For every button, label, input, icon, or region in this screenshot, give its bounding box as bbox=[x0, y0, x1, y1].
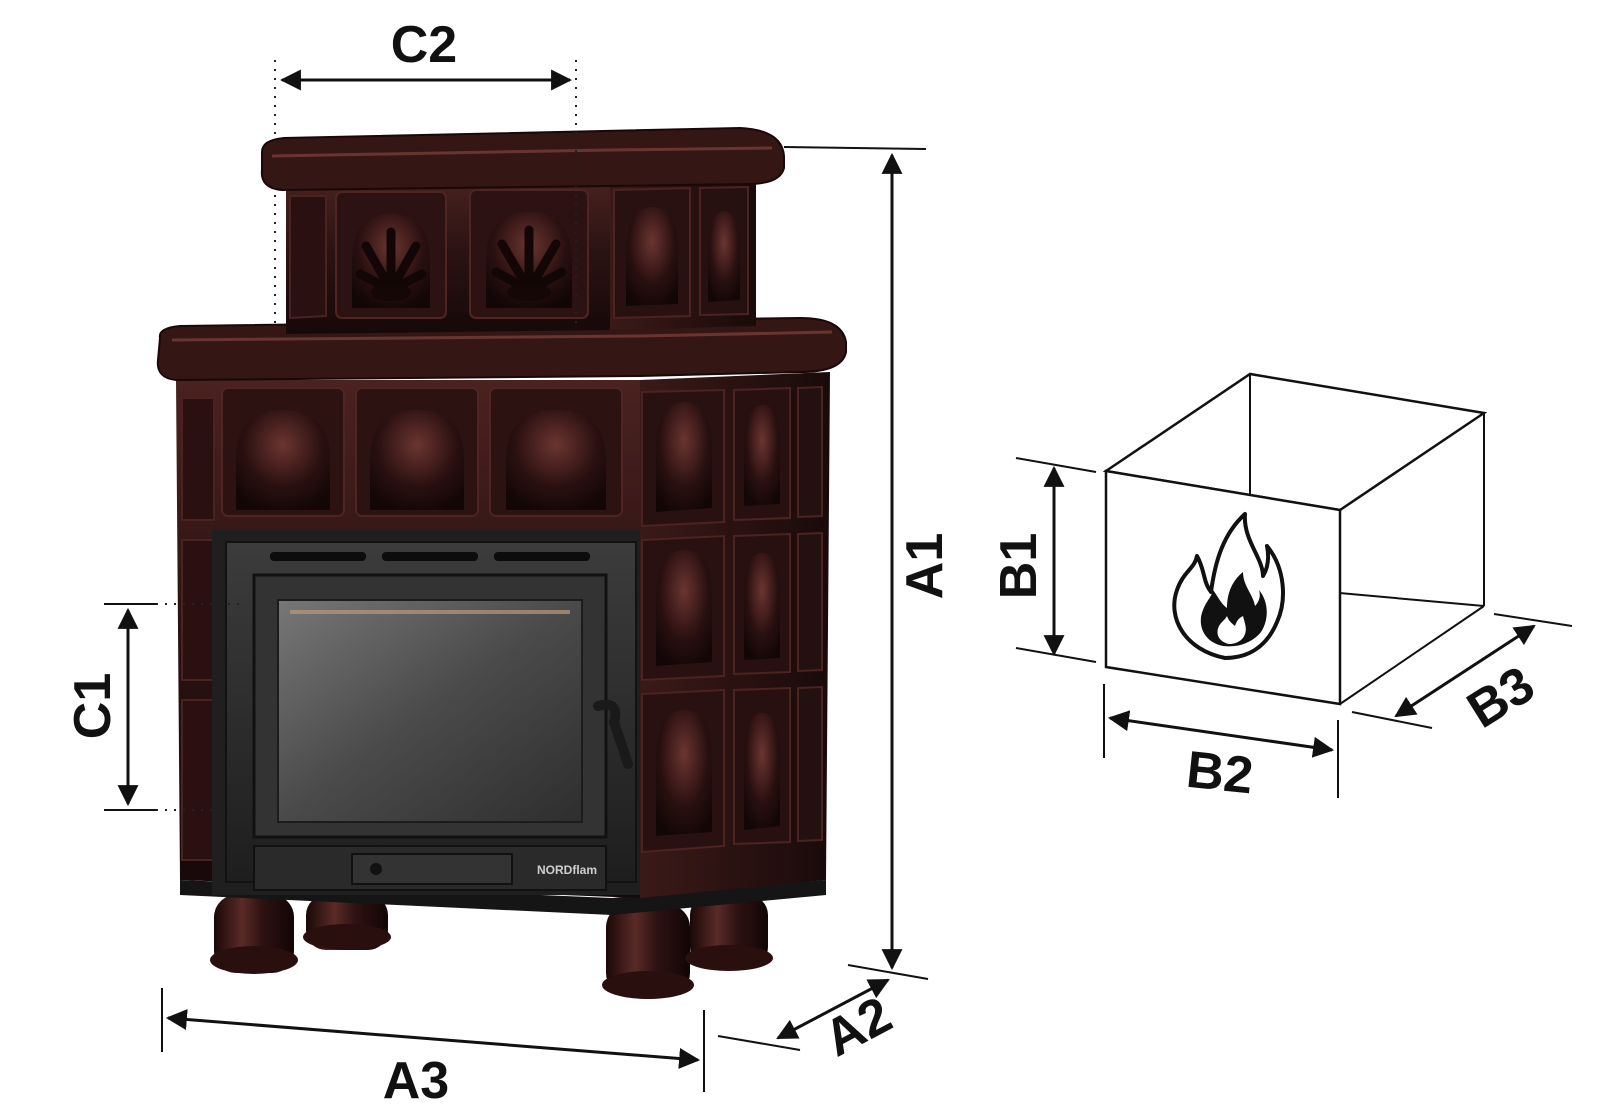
dimension-c2: C2 bbox=[274, 16, 577, 330]
label-a3: A3 bbox=[383, 1052, 449, 1110]
label-b1: B1 bbox=[990, 533, 1048, 599]
flame-icon bbox=[1172, 512, 1285, 660]
tiled-stove-illustration: NORDflam bbox=[156, 126, 847, 999]
stove-feet bbox=[210, 895, 773, 999]
brand-plate: NORDflam bbox=[537, 863, 597, 877]
dimension-a1: A1 bbox=[783, 146, 954, 980]
dimension-b2: B2 bbox=[1103, 684, 1339, 806]
label-b2: B2 bbox=[1184, 741, 1256, 806]
dimension-c1: C1 bbox=[64, 603, 240, 811]
dimension-a2: A2 bbox=[717, 978, 901, 1068]
dimension-a3: A3 bbox=[161, 988, 705, 1110]
dimension-b1: B1 bbox=[990, 457, 1097, 663]
label-a2: A2 bbox=[815, 986, 901, 1068]
side-tiles bbox=[641, 385, 823, 854]
firebox-volume-diagram: B1 B2 B3 bbox=[990, 372, 1573, 806]
firebox-door: NORDflam bbox=[212, 530, 640, 895]
label-a1: A1 bbox=[896, 533, 954, 599]
label-c1: C1 bbox=[64, 673, 122, 739]
top-decorative-tiles bbox=[289, 185, 749, 320]
label-c2: C2 bbox=[391, 16, 457, 74]
dimension-b3: B3 bbox=[1351, 613, 1573, 740]
upper-front-tiles bbox=[181, 387, 623, 861]
